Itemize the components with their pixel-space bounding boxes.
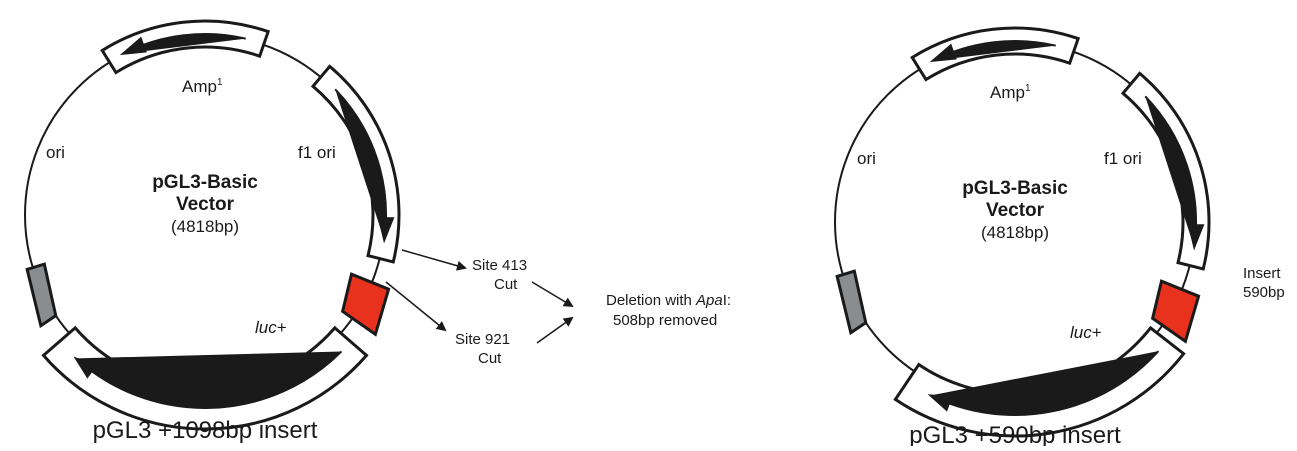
left-insert-block [340,272,391,337]
right-f1-arrow [1144,95,1205,251]
left-vector-name-line2: Vector [176,194,235,215]
cut-annotations: Site 413 Cut Site 921 Cut Deletion with … [385,249,731,367]
right-amp-segment [910,26,1081,82]
right-ori-label: ori [857,149,876,168]
left-luc-label: luc+ [255,318,287,337]
left-gray-block [25,262,58,329]
merge-arrow-bottom [536,316,574,344]
right-luc-label: luc+ [1070,323,1102,342]
right-gray-block [835,269,868,336]
merge-arrow-top [531,281,574,308]
left-f1-label: f1 ori [298,143,336,162]
left-vector-name: pGL3-Basic [152,172,258,193]
cut-site-921-line1: Site 921 [455,331,510,348]
right-f1-label: f1 ori [1104,149,1142,168]
cut-site-413-line1: Site 413 [472,257,527,274]
left-ori-label: ori [46,143,65,162]
left-f1-arrow [334,88,395,244]
left-vector-size: (4818bp) [171,217,239,236]
left-amp-segment [100,19,271,75]
right-vector-name: pGL3-Basic [962,178,1068,199]
deletion-text-line2: 508bp removed [613,312,717,329]
left-plasmid: Amp1 f1 ori ori luc+ pGL3-Basic Vector (… [24,19,401,444]
right-amp-label: Amp1 [990,83,1031,102]
right-luc-arrow [927,350,1160,416]
cut-arrow-413 [401,249,467,271]
cut-site-413-line2: Cut [494,276,518,293]
right-plasmid: Amp1 f1 ori ori luc+ pGL3-Basic Vector (… [834,26,1285,449]
left-luc-arrow [73,350,343,409]
right-amp-arrow [929,40,1056,63]
right-vector-name-line2: Vector [986,200,1045,221]
right-insert-label: Insert [1243,265,1281,282]
left-caption: pGL3 +1098bp insert [93,417,318,444]
right-vector-size: (4818bp) [981,223,1049,242]
right-insert-block [1150,279,1201,344]
cut-arrow-921 [385,281,447,332]
cut-site-921-line2: Cut [478,350,502,367]
right-insert-size: 590bp [1243,284,1285,301]
left-amp-arrow [119,33,246,56]
deletion-text-line1: Deletion with ApaI: [606,292,731,309]
left-amp-label: Amp1 [182,77,223,96]
right-caption: pGL3 +590bp insert [909,422,1121,446]
